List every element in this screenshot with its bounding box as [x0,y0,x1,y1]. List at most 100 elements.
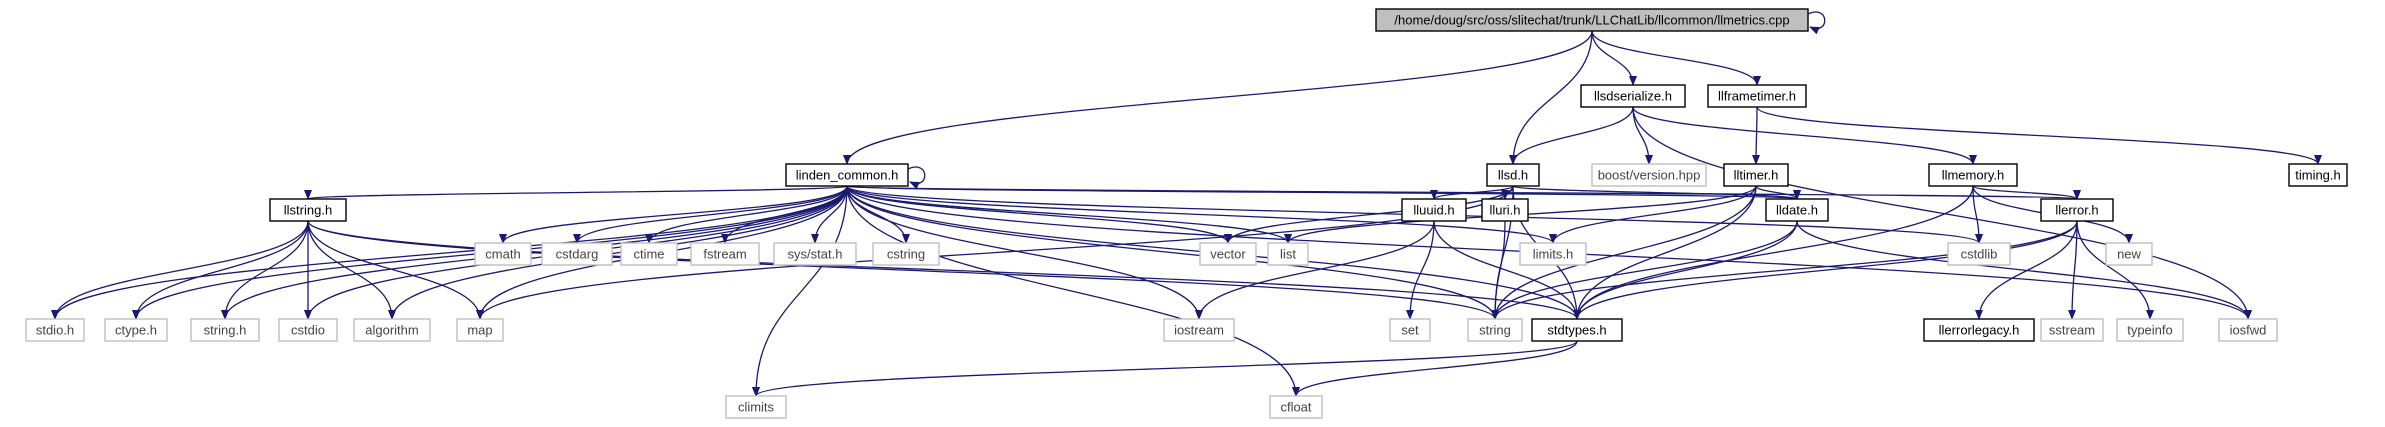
edges-layer [51,11,2322,397]
node-box-cstdio [278,318,338,342]
node-cstdarg: cstdarg [541,242,613,266]
node-label-list: list [1280,246,1296,261]
node-box-llerror [2040,198,2114,222]
edge-llerror-to-stdtypes [1573,220,2078,320]
edge-lltimer-to-stdtypes [1573,185,1757,320]
node-box-map [456,318,504,342]
node-label-linden_common: linden_common.h [796,167,899,182]
node-llerrorlegacy[interactable]: llerrorlegacy.h [1923,318,2035,342]
node-box-limits [1519,242,1587,266]
edge-llerror-to-llerrorlegacy [1975,220,2078,320]
nodes-layer: /home/doug/src/oss/slitechat/trunk/LLCha… [25,8,2348,419]
edge-llsdserialize-to-llsd [1509,106,1634,165]
node-box-stringh [190,318,260,342]
node-stdtypes[interactable]: stdtypes.h [1531,318,1623,342]
node-ctime: ctime [620,242,678,266]
node-box-cmath [474,242,532,266]
edge-lluuid-to-set [1406,220,1435,320]
node-root[interactable]: /home/doug/src/oss/slitechat/trunk/LLCha… [1375,8,1809,32]
node-iostream: iostream [1163,318,1235,342]
node-box-fstream [690,242,760,266]
edge-llmemory-to-stdtypes [1573,185,1974,320]
edge-lluuid-to-iostream [1195,220,1435,320]
edge-linden_common-to-linden_common [907,166,926,190]
edge-stdtypes-to-cfloat [1292,340,1578,397]
node-box-vector [1199,242,1257,266]
edge-stdtypes-to-climits [752,340,1578,397]
node-label-vector: vector [1210,246,1246,261]
node-label-root: /home/doug/src/oss/slitechat/trunk/LLCha… [1394,12,1789,27]
node-llframetimer[interactable]: llframetimer.h [1707,84,1807,108]
node-box-boost_version [1591,163,1707,187]
node-cstdio: cstdio [278,318,338,342]
node-ctype: ctype.h [104,318,168,342]
node-box-ctype [104,318,168,342]
node-label-cstring: cstring [887,246,925,261]
edge-lldate-to-stdtypes [1573,220,1798,320]
node-string: string [1467,318,1523,342]
node-lldate[interactable]: lldate.h [1765,198,1829,222]
node-label-llerror: llerror.h [2055,202,2098,217]
node-label-map: map [467,322,492,337]
edge-llerror-to-string [1491,220,2078,320]
node-linden_common[interactable]: linden_common.h [785,163,909,187]
node-box-llframetimer [1707,84,1807,108]
edge-llsd-to-lldate [1512,185,1801,200]
node-box-iostream [1163,318,1235,342]
node-llerror[interactable]: llerror.h [2040,198,2114,222]
edge-llsdserialize-to-llmemory [1632,106,1977,165]
node-label-stringh: string.h [204,322,247,337]
edge-llerror-to-sstream [2068,220,2078,320]
node-label-ctype: ctype.h [115,322,157,337]
node-map: map [456,318,504,342]
node-llsdserialize[interactable]: llsdserialize.h [1580,84,1686,108]
edge-llframetimer-to-timing [1756,106,2322,165]
node-label-new: new [2117,246,2141,261]
node-box-llmemory [1928,163,2018,187]
node-lltimer[interactable]: lltimer.h [1723,163,1789,187]
edge-lltimer-to-limits [1549,185,1757,244]
edge-linden_common-to-stdio [51,185,848,320]
edge-root-to-llsdserialize [1591,30,1637,86]
node-lluri[interactable]: lluri.h [1481,198,1529,222]
node-box-lluri [1481,198,1529,222]
edge-linden_common-to-vector [846,185,1232,244]
node-llsd[interactable]: llsd.h [1486,163,1540,187]
edge-linden_common-to-cstdarg [573,185,848,244]
node-label-lluuid: lluuid.h [1413,202,1454,217]
node-lluuid[interactable]: lluuid.h [1401,198,1467,222]
node-box-cfloat [1269,395,1323,419]
node-box-sysstat [773,242,857,266]
node-box-stdtypes [1531,318,1623,342]
edge-llmemory-to-cstdlib [1972,185,1983,244]
node-box-list [1267,242,1309,266]
node-sysstat: sys/stat.h [773,242,857,266]
node-label-climits: climits [738,399,775,414]
node-cstdlib: cstdlib [1947,242,2011,266]
node-label-stdio: stdio.h [36,322,74,337]
node-cstring: cstring [872,242,940,266]
node-llstring[interactable]: llstring.h [269,198,347,222]
edge-root-to-root [1807,11,1826,35]
node-timing[interactable]: timing.h [2288,163,2348,187]
node-box-lltimer [1723,163,1789,187]
edge-root-to-llsd [1509,30,1593,165]
node-label-timing: timing.h [2295,167,2341,182]
edge-llstring-to-stringh [221,220,309,320]
edge-root-to-llframetimer [1591,30,1761,86]
edge-linden_common-to-algorithm [388,185,848,320]
edge-llsd-to-lluuid [1430,185,1514,200]
edge-linden_common-to-string [846,185,1499,320]
node-box-cstring [872,242,940,266]
node-box-ctime [620,242,678,266]
node-label-fstream: fstream [703,246,746,261]
edge-llmemory-to-llerror [1972,185,2081,200]
node-box-new [2105,242,2153,266]
node-llmemory[interactable]: llmemory.h [1928,163,2018,187]
edge-lltimer-to-string [1491,185,1757,320]
edge-llstring-to-string [307,220,1499,320]
node-cfloat: cfloat [1269,395,1323,419]
edge-lluuid-to-stdtypes [1433,220,1581,320]
edge-llframetimer-to-lltimer [1752,106,1761,165]
